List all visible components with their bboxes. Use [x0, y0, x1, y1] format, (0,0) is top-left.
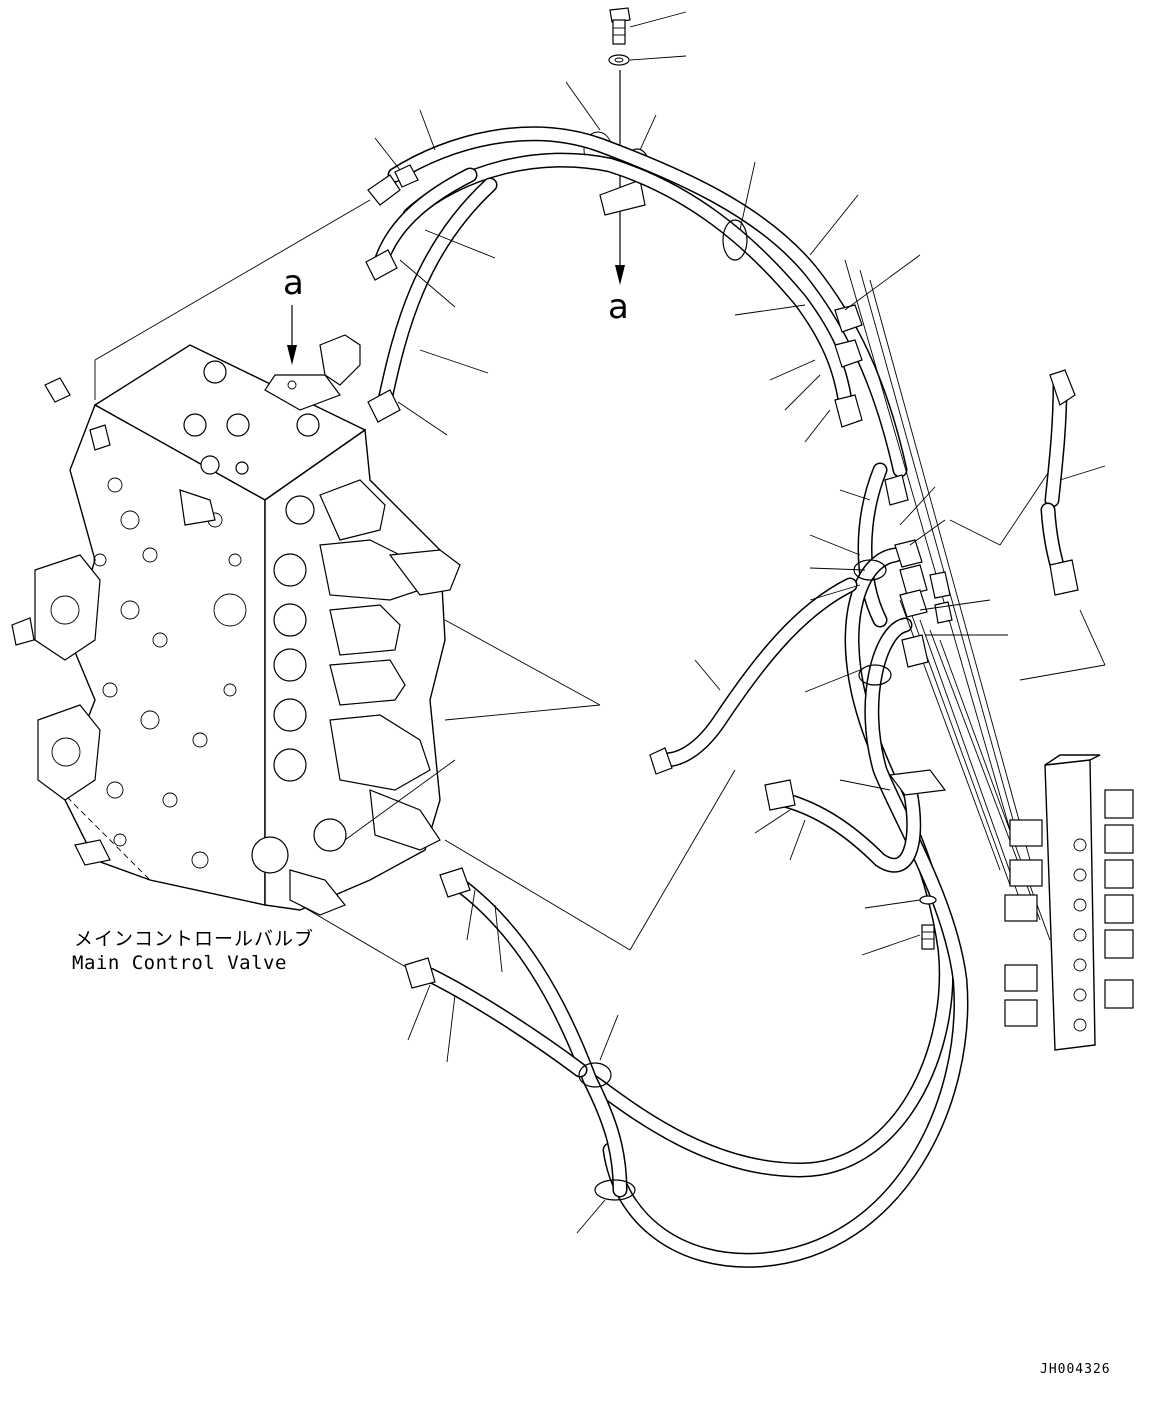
view-mark-a-top: a: [608, 287, 629, 327]
lower-bolt: [919, 895, 937, 950]
pilot-manifold: [1004, 754, 1134, 1051]
main-control-valve: [11, 344, 461, 916]
mounting-bracket: [264, 334, 361, 411]
view-mark-a-left: a: [283, 263, 304, 303]
drawing-id: JH004326: [1040, 1362, 1111, 1377]
hose-bundle: [372, 126, 1068, 1268]
hose-clamps: [578, 219, 947, 1201]
main-control-valve-label-en: Main Control Valve: [72, 952, 287, 974]
callout-leaders: [374, 11, 1106, 1234]
hose-fittings: [365, 164, 1079, 989]
top-bolt: [608, 7, 631, 66]
main-control-valve-label-jp: メインコントロールバルブ: [74, 928, 315, 950]
